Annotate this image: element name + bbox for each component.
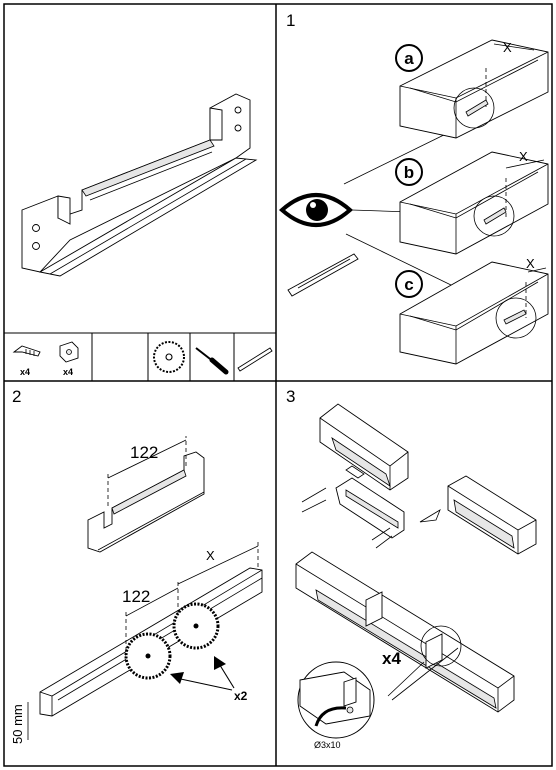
screw-icon (12, 345, 41, 357)
board-height-label: 50 mm (10, 704, 25, 744)
screw-quantity: x4 (20, 367, 30, 377)
screwdriver-icon (195, 347, 229, 375)
assembly-quantity: x4 (382, 649, 401, 668)
option-label-b: b (404, 163, 414, 182)
step-number-2: 2 (12, 387, 21, 406)
rail-with-dimension: 122 (87, 436, 205, 553)
rail-icon (237, 347, 273, 372)
drawer-a: X a (395, 39, 549, 139)
panel-grid (3, 3, 553, 767)
option-label-a: a (404, 49, 414, 68)
drawer-c: X c (395, 256, 549, 365)
exploded-assembly (301, 403, 537, 555)
detail-magnifier: Ø3x10 (297, 647, 459, 750)
dimension-x-b: X (519, 149, 528, 164)
dimension-x-board: X (206, 548, 215, 563)
eye-icon (278, 193, 354, 227)
saw-blades: x2 (124, 602, 248, 703)
saw-quantity: x2 (234, 689, 248, 703)
bracket-overview (21, 93, 258, 277)
option-label-c: c (404, 275, 413, 294)
dimension-x-a: X (503, 40, 512, 55)
clip-quantity: x4 (63, 367, 73, 377)
parts-list: x4 x4 (12, 341, 273, 377)
saw-blade-icon (153, 341, 185, 373)
step-number-3: 3 (286, 387, 295, 406)
assembled-side: x4 (295, 551, 515, 713)
dimension-rail: 122 (130, 443, 158, 462)
drawer-rail (287, 253, 359, 297)
drill-size-label: Ø3x10 (314, 740, 341, 750)
step-number-1: 1 (286, 11, 295, 30)
dimension-board: 122 (122, 587, 150, 606)
drawer-b: X b (395, 149, 549, 255)
dimension-x-c: X (526, 256, 535, 271)
clip-icon (59, 341, 79, 363)
